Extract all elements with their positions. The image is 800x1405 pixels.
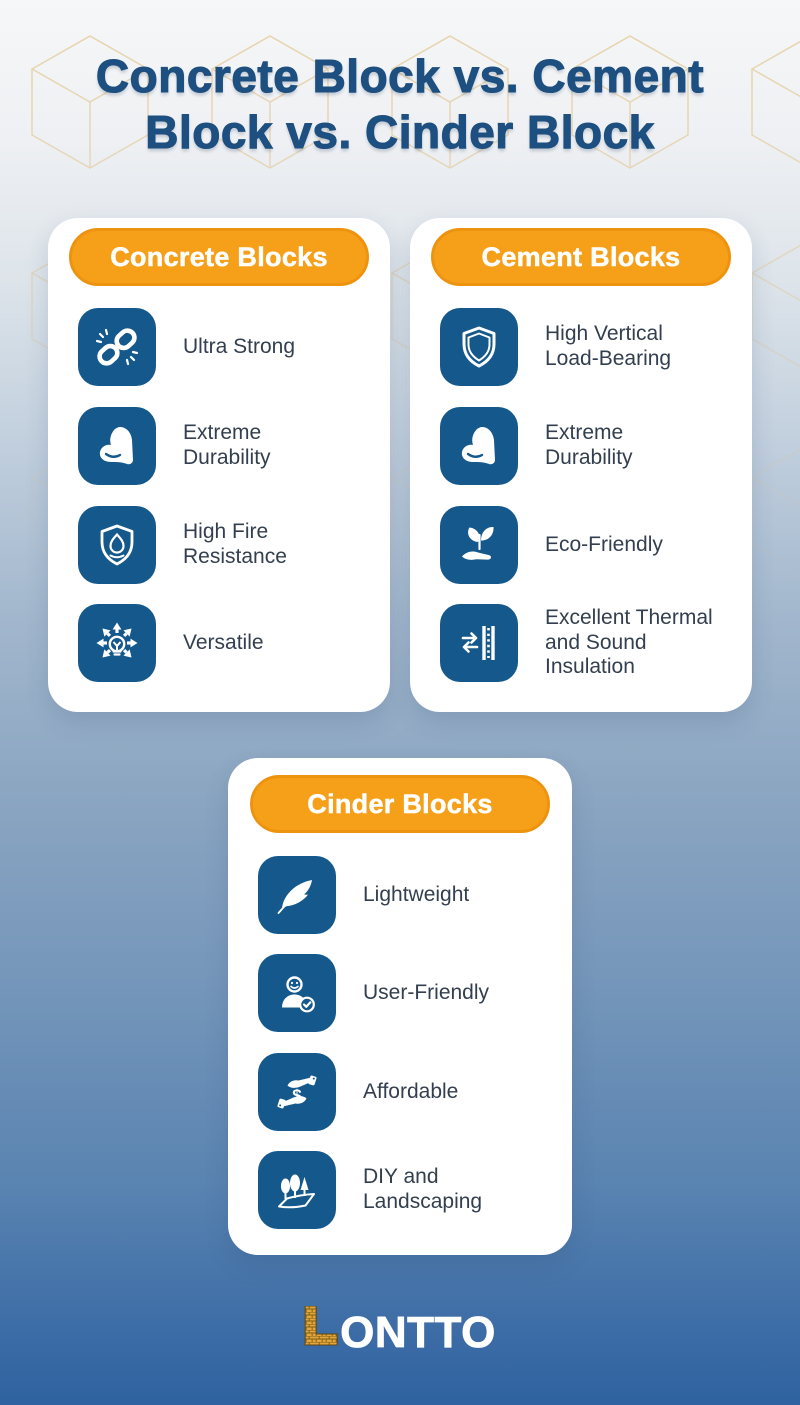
feature-label: Extreme Durability: [183, 421, 271, 469]
feather-icon: [277, 880, 312, 914]
brick-letter-l-icon: [304, 1306, 338, 1346]
money-hands-icon: $: [277, 1075, 317, 1109]
trees-landscape-icon: [278, 1174, 315, 1209]
feature-label: Extreme Durability: [545, 421, 633, 469]
lontto-logo: ONTTO: [304, 1306, 496, 1355]
feature-row: High Fire Resistance: [78, 506, 287, 584]
feature-row: Extreme Durability: [78, 407, 271, 485]
page-title: Concrete Block vs. Cement Block vs. Cind…: [95, 49, 705, 159]
icon-tile: [440, 308, 518, 386]
feature-label: Affordable: [363, 1079, 459, 1103]
feature-row: High Vertical Load-Bearing: [440, 308, 671, 386]
card-cement-blocks: Cement Blocks High Vertical Load-Bearing…: [410, 218, 752, 712]
card-concrete-blocks: Concrete Blocks Ultra Strong: [48, 218, 390, 712]
card-header-label: Cinder Blocks: [307, 788, 493, 819]
muscle-arm-icon: [99, 427, 133, 465]
feature-row: Excellent Thermal and Sound Insulation: [440, 604, 713, 682]
feature-label: Versatile: [183, 630, 264, 654]
icon-tile: $: [258, 1053, 336, 1131]
feature-label: Ultra Strong: [183, 334, 296, 358]
muscle-arm-icon: [461, 427, 495, 465]
icon-tile: [78, 604, 156, 682]
eco-hand-icon: [462, 526, 494, 560]
icon-tile: [258, 1151, 336, 1229]
feature-row: Eco-Friendly: [440, 506, 663, 584]
icon-tile: [440, 604, 518, 682]
icon-tile: [440, 506, 518, 584]
feature-label: User-Friendly: [363, 980, 490, 1004]
feature-row: DIY and Landscaping: [258, 1151, 482, 1229]
icon-tile: [258, 954, 336, 1032]
broken-chain-icon: [95, 328, 139, 366]
feature-label: Excellent Thermal and Sound Insulation: [545, 605, 713, 679]
card-header-pill: Cinder Blocks: [250, 775, 550, 833]
feature-row: Versatile: [78, 604, 264, 682]
fire-shield-icon: [100, 524, 134, 566]
shield-icon: [462, 326, 496, 368]
feature-row: Lightweight: [258, 856, 469, 934]
feature-row: $ Affordable: [258, 1053, 458, 1131]
insulation-wall-icon: [461, 626, 495, 660]
icon-tile: [78, 506, 156, 584]
card-cinder-blocks: Cinder Blocks Lightweight: [228, 758, 572, 1255]
feature-label: DIY and Landscaping: [363, 1165, 483, 1213]
feature-label: Lightweight: [363, 882, 470, 906]
card-header-label: Concrete Blocks: [110, 241, 328, 272]
card-header-pill: Cement Blocks: [431, 228, 731, 286]
feature-label: High Fire Resistance: [183, 520, 287, 568]
svg-text:$: $: [292, 1086, 302, 1105]
card-header-pill: Concrete Blocks: [69, 228, 369, 286]
user-check-icon: [282, 976, 315, 1013]
icon-tile: [78, 407, 156, 485]
icon-tile: [258, 856, 336, 934]
logo-text: ONTTO: [340, 1308, 496, 1357]
icon-tile: [440, 407, 518, 485]
feature-row: Extreme Durability: [440, 407, 633, 485]
feature-row: Ultra Strong: [78, 308, 295, 386]
card-header-label: Cement Blocks: [481, 241, 681, 272]
feature-label: Eco-Friendly: [545, 532, 663, 556]
icon-tile: [78, 308, 156, 386]
feature-label: High Vertical Load-Bearing: [545, 322, 672, 370]
feature-row: User-Friendly: [258, 954, 489, 1032]
bulb-arrows-icon: [96, 622, 138, 658]
